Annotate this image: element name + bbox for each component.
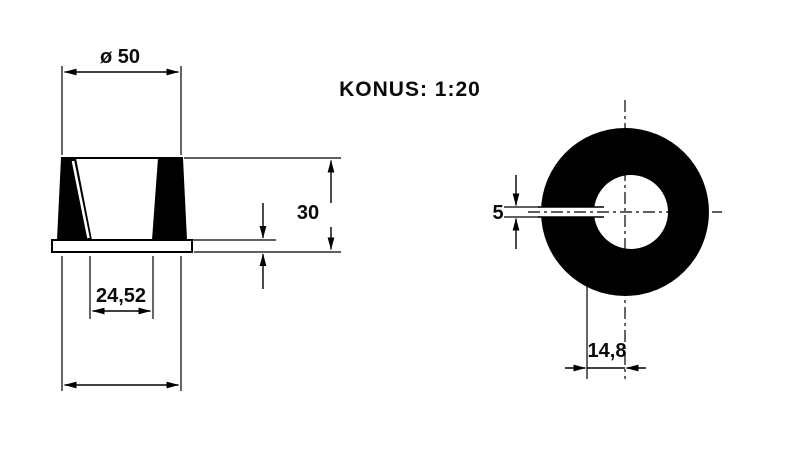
dim-flange-thickness xyxy=(188,203,276,289)
slot-cut xyxy=(538,207,604,217)
side-view xyxy=(528,100,722,379)
base-flange xyxy=(51,239,193,253)
front-view xyxy=(51,157,193,253)
taper-note-label: KONUS: 1:20 xyxy=(339,78,481,101)
dim-outer-diameter: ø 50 xyxy=(61,46,182,155)
slot-section-sliver xyxy=(71,160,90,239)
dim-slot-to-center: 14,8 xyxy=(565,219,646,379)
dim-bottom-overall xyxy=(61,256,182,391)
dim-slot-to-center-label: 14,8 xyxy=(588,340,627,362)
dim-slot-width-label: 5 xyxy=(492,202,503,224)
dim-slot-width: 5 xyxy=(492,175,540,249)
dim-height-label: 30 xyxy=(297,202,319,224)
dim-bore-diameter-label: 24,52 xyxy=(96,285,146,307)
dim-outer-diameter-label: ø 50 xyxy=(100,46,140,68)
dim-bore-diameter: 24,52 xyxy=(89,256,154,319)
dim-height: 30 xyxy=(184,157,341,253)
section-cut-right xyxy=(152,158,186,240)
